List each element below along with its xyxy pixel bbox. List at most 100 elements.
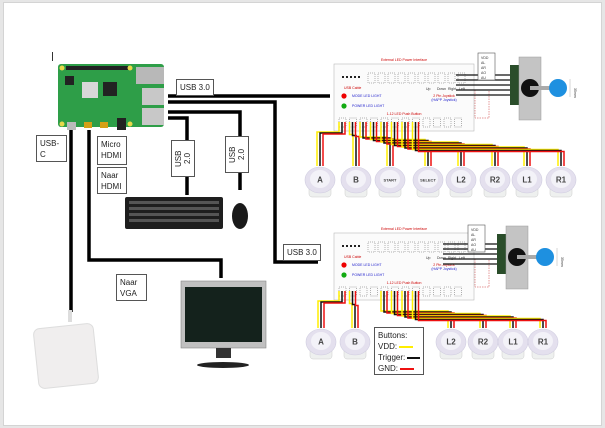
joystick-pin-label: AL <box>471 233 475 237</box>
button-cap <box>451 170 471 188</box>
usb-pin <box>346 76 348 78</box>
top-connector <box>427 241 436 253</box>
label-micro-hdmi-line1: Micro <box>101 140 121 149</box>
arcade-button: SELECT <box>412 166 444 198</box>
joystick-dir: Right <box>448 256 456 260</box>
joystick-size-label: 35mm <box>573 88 577 98</box>
arcade-button: A <box>304 166 336 198</box>
button-wire <box>411 291 541 328</box>
usb-pin <box>350 245 352 247</box>
button-label: B <box>353 176 359 185</box>
joystick-sub: (HAPP Joystick) <box>431 267 456 271</box>
cable-usb3-bottom <box>168 100 318 264</box>
arcade-button: L2 <box>445 166 477 198</box>
top-connector <box>367 72 376 84</box>
joystick-pin-label: AR <box>481 66 486 70</box>
button-wire <box>319 122 343 166</box>
joystick-dir: Down <box>437 87 446 91</box>
label-naar-vga-line2: VGA <box>120 289 137 298</box>
button-cap <box>310 170 330 188</box>
joystick-dir: Up <box>426 87 431 91</box>
joystick-pin-label: AU <box>471 248 476 252</box>
arcade-button: R1 <box>545 166 577 198</box>
legend-swatch-vdd <box>399 345 414 348</box>
button-cap <box>311 332 331 350</box>
top-connector <box>387 241 396 253</box>
arcade-button: B <box>340 166 372 198</box>
top-connector <box>397 72 406 84</box>
joystick-pcb <box>510 65 519 105</box>
joystick-pin-label: AU <box>481 76 486 80</box>
keyboard <box>125 197 223 229</box>
joystick-ball <box>536 248 554 266</box>
arcade-button: R2 <box>479 166 511 198</box>
board-outline <box>333 63 475 132</box>
top-connector <box>407 241 416 253</box>
button-cap <box>473 332 493 350</box>
legend-item-gnd: GND: <box>378 363 420 374</box>
top-connector <box>447 72 456 84</box>
push-button-label: 1-12 LED Push Button <box>387 112 422 116</box>
label-naar-hdmi-line1: Naar <box>101 171 119 180</box>
button-wire <box>383 122 462 166</box>
joystick-pin-label: AL <box>481 61 485 65</box>
joystick-dir: Left <box>459 256 465 260</box>
button-wire <box>411 122 559 166</box>
button-label: R2 <box>478 338 489 347</box>
usb-pin <box>342 245 344 247</box>
usb-pin <box>350 76 352 78</box>
top-connector <box>457 241 466 253</box>
button-label: L1 <box>522 176 532 185</box>
joystick-label: 2 Pin Joystick <box>433 263 455 267</box>
button-wire <box>414 122 562 166</box>
usb-pin <box>342 76 344 78</box>
button-cap <box>345 332 365 350</box>
button-wire <box>354 122 360 166</box>
joystick-size-label: 35mm <box>560 257 564 267</box>
joystick-ball <box>549 79 567 97</box>
usb-pin <box>346 245 348 247</box>
top-connector <box>377 72 386 84</box>
text-cursor <box>52 52 53 61</box>
button-wire <box>354 291 359 328</box>
button-wire <box>380 122 459 166</box>
button-cap <box>485 170 505 188</box>
label-usb-c: USB-C <box>36 135 67 162</box>
button-label: R1 <box>538 338 549 347</box>
monitor <box>180 280 267 368</box>
top-connector <box>387 72 396 84</box>
button-wires-top <box>316 122 565 166</box>
top-connector <box>407 72 416 84</box>
arcade-button: R2 <box>467 328 499 360</box>
joystick-dir: Right <box>448 87 456 91</box>
button-label: B <box>352 338 358 347</box>
joystick-pcb <box>497 234 506 274</box>
button-wire <box>401 122 525 166</box>
button-wire <box>348 291 353 328</box>
arcade-button: L1 <box>497 328 529 360</box>
label-naar-hdmi: Naar HDMI <box>97 167 127 194</box>
button-label: START <box>383 177 397 182</box>
joystick-sub: (HAPP Joystick) <box>431 98 456 102</box>
arcade-button: A <box>305 328 337 360</box>
button-cap <box>441 332 461 350</box>
button-wire <box>404 122 528 166</box>
legend-swatch-gnd <box>400 367 414 370</box>
mode-led-label: MODE LED LIGHT <box>352 94 382 98</box>
button-label: L2 <box>446 338 456 347</box>
raspberry-pi <box>58 64 164 130</box>
legend-item-trigger: Trigger: <box>378 352 420 363</box>
arcade-button: B <box>339 328 371 360</box>
top-connector <box>397 241 406 253</box>
mode-led <box>341 93 347 99</box>
button-label: A <box>317 176 323 185</box>
button-wire <box>372 122 429 166</box>
joystick-pin-label: VDD <box>471 228 479 232</box>
label-naar-hdmi-line2: HDMI <box>101 182 122 191</box>
button-wire <box>417 122 565 166</box>
button-label: A <box>318 338 324 347</box>
button-wire <box>404 291 514 328</box>
